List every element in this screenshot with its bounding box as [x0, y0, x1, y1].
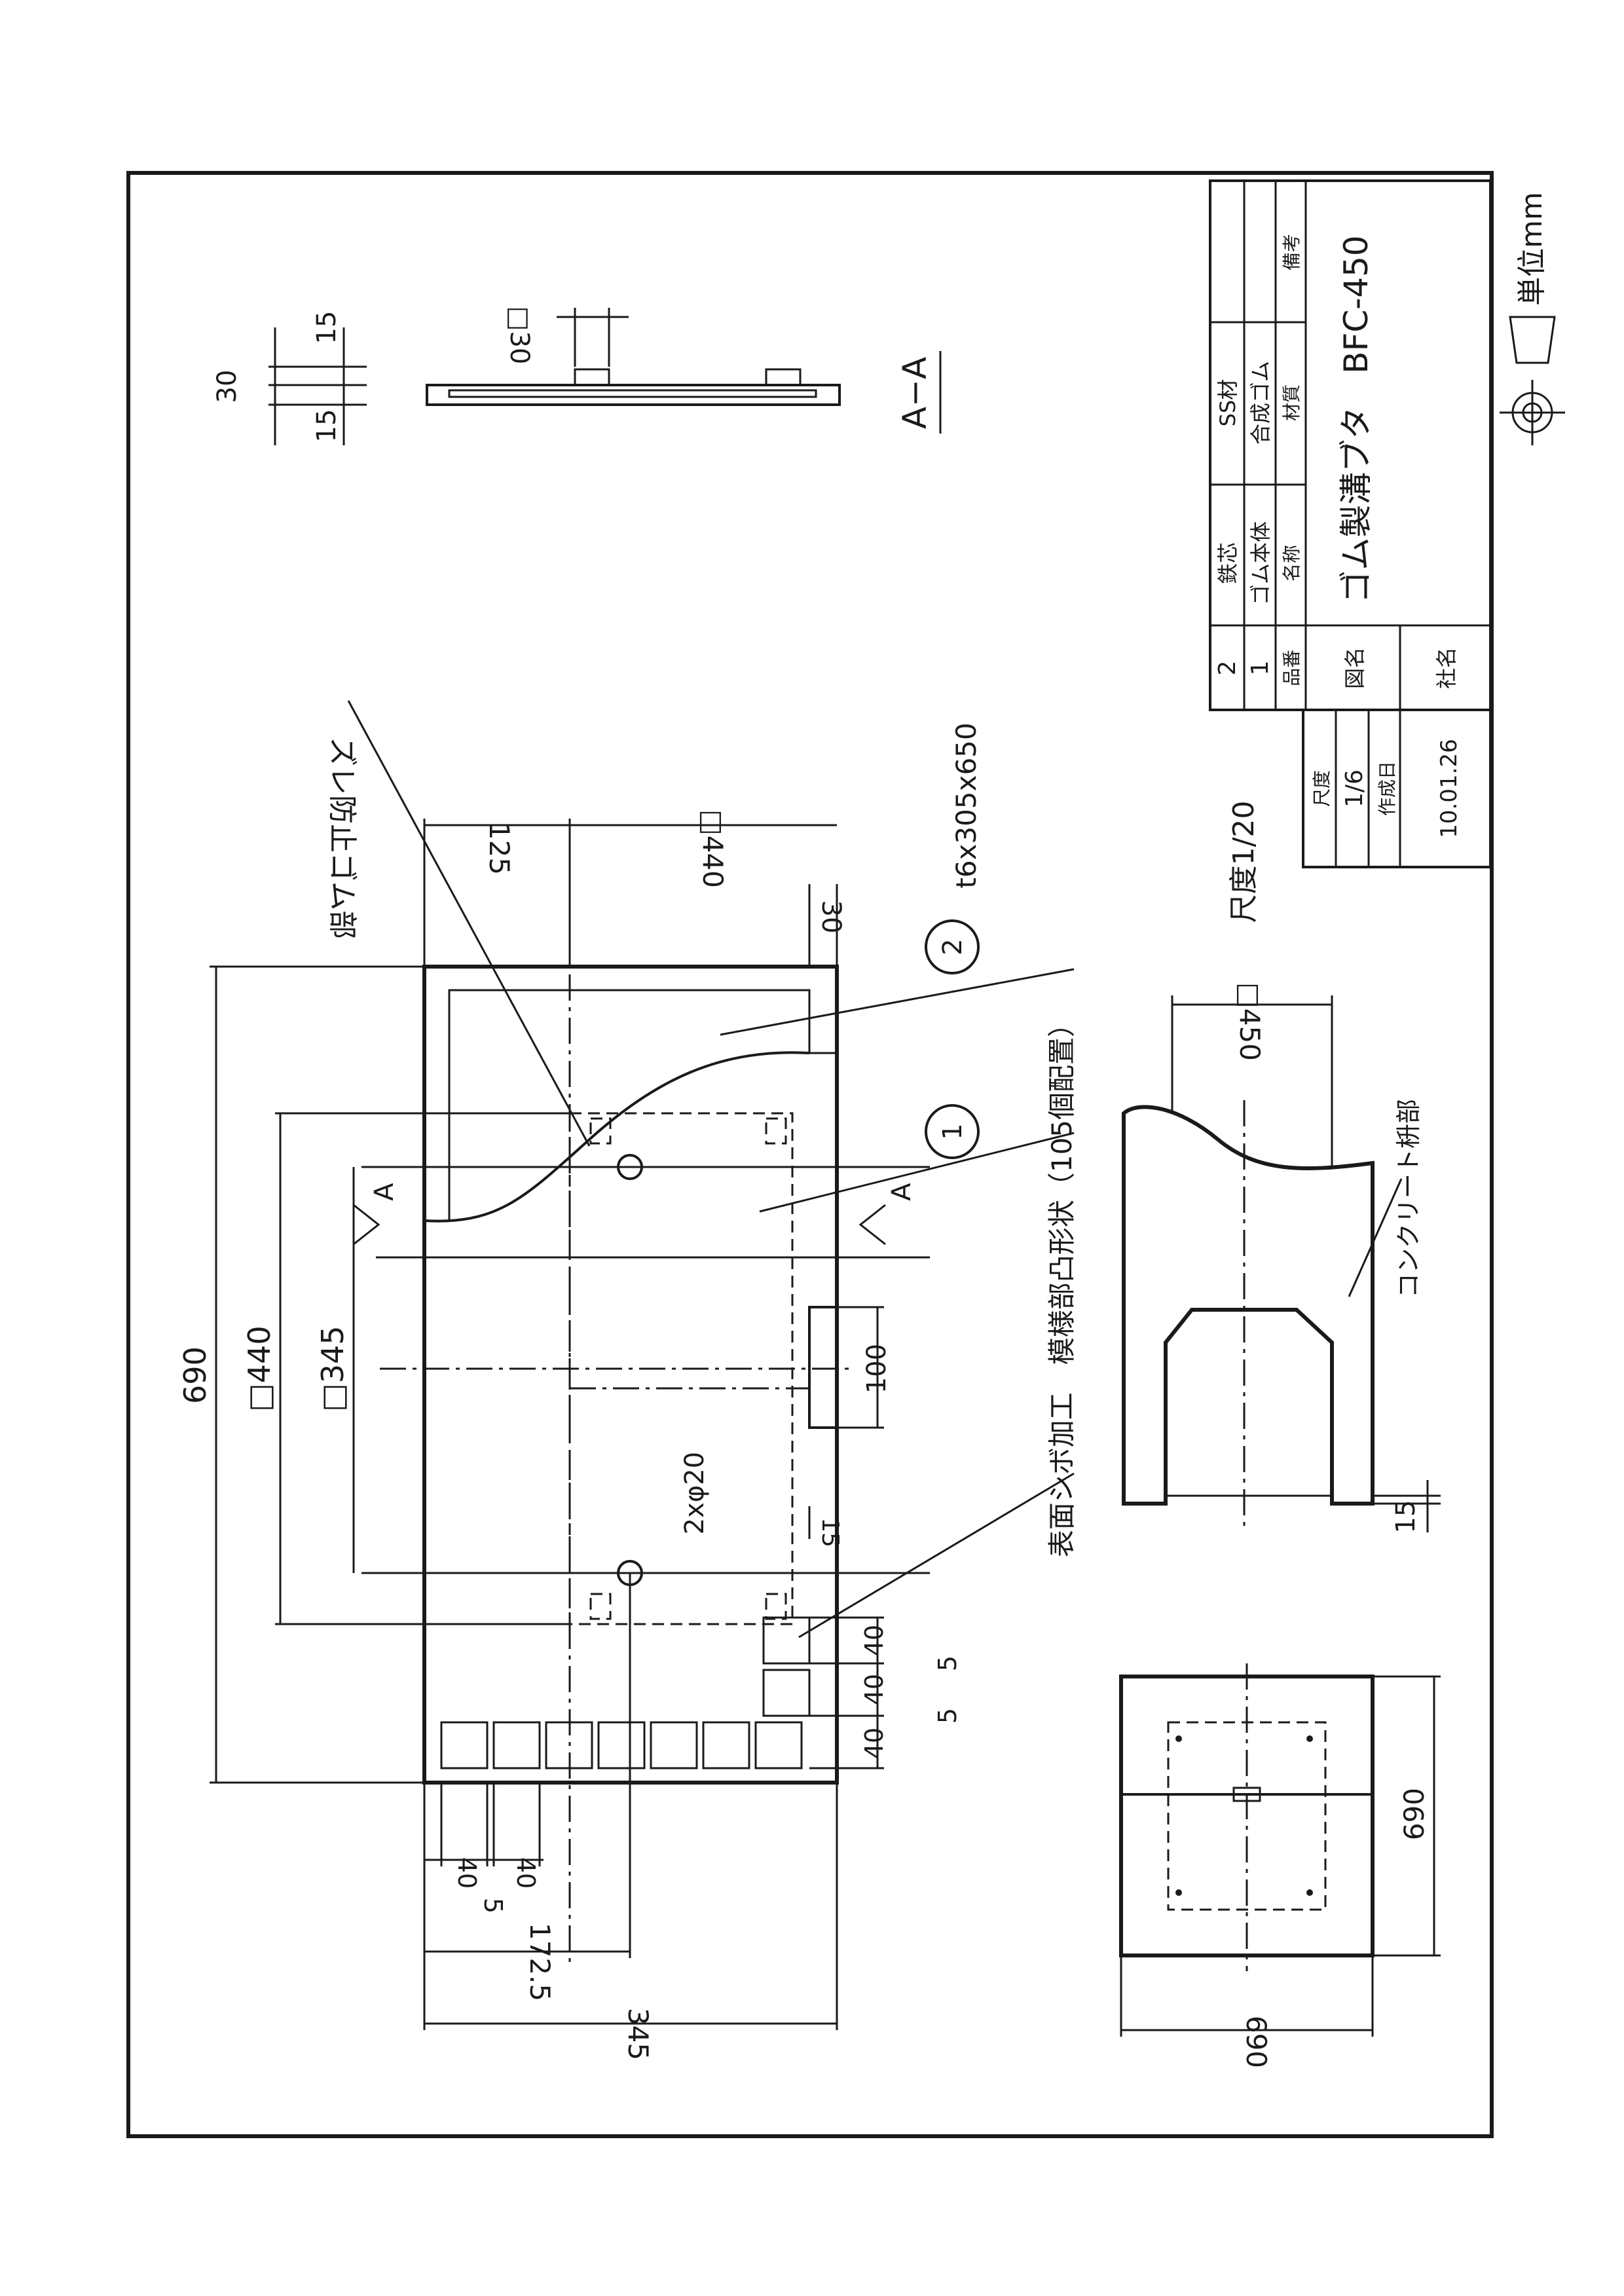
tb-row1-name: ゴム本体	[1248, 521, 1273, 605]
rubber-part-label: ズレ防止ゴム部	[325, 737, 359, 939]
tb-drawing-name-label: 図名	[1342, 647, 1367, 689]
dim-125: 125	[483, 823, 515, 875]
dim-172-5: 172.5	[524, 1923, 556, 2001]
dim-40-b: 40	[860, 1674, 889, 1705]
section-marker-left: A	[369, 1183, 399, 1201]
concrete-label: コンクリート枡部	[1394, 1099, 1423, 1298]
dim-5-a: 5	[933, 1656, 962, 1671]
surface-label: 表面シボ加工 模様部凸形状（105個配置）	[1046, 1010, 1078, 1557]
dim-40-e: 40	[511, 1857, 540, 1889]
tb-row2-material: SS材	[1215, 379, 1240, 427]
tb-row1-material: 合成ゴム	[1248, 361, 1273, 445]
dim-15-upper: 15	[312, 311, 342, 344]
dim-30-sq-small: □30	[504, 306, 534, 365]
title-block: 2 鉄芯 SS材 1 ゴム本体 合成ゴム 品番 名称 材質 備考 図名 ゴム製溝…	[1209, 179, 1492, 868]
dim-440-sq-top: □440	[697, 809, 729, 888]
tb-date-value: 10.01.26	[1436, 739, 1462, 838]
dim-40-a: 40	[860, 1625, 889, 1656]
tb-date-label: 作成日	[1376, 761, 1398, 816]
small-plan-view	[1119, 1663, 1441, 2037]
scale-label: 尺度1/20	[1227, 801, 1261, 923]
tb-company-label: 社名	[1434, 647, 1459, 689]
dim-15-section: 15	[1391, 1500, 1421, 1534]
dim-440-sq: □440	[242, 1325, 277, 1411]
dim-40-c: 40	[860, 1728, 889, 1759]
tb-scale-label: 尺度	[1311, 770, 1333, 807]
dim-30-edge: 30	[816, 900, 846, 934]
unit-label: 単位mm	[1515, 192, 1549, 306]
section-marker-right: A	[887, 1183, 917, 1201]
section-label: A−A	[896, 357, 934, 429]
tb-drawing-name: ゴム製溝ブタ BFC-450	[1337, 235, 1375, 602]
dim-690: 690	[177, 1346, 213, 1404]
tb-row1-no: 1	[1247, 661, 1274, 676]
projection-symbol	[1500, 316, 1565, 445]
tb-hdr-no: 品番	[1281, 650, 1302, 686]
balloon-2: 2	[938, 938, 968, 955]
dim-450-sq: □450	[1234, 982, 1266, 1061]
dim-5-b: 5	[933, 1708, 962, 1724]
dim-690-plan-bottom: 690	[1240, 2016, 1272, 2068]
tb-hdr-name: 名称	[1281, 545, 1302, 582]
dim-345-sq: □345	[315, 1325, 350, 1411]
dim-30-top: 30	[212, 370, 242, 403]
dim-15-lower: 15	[312, 409, 342, 443]
dim-345: 345	[622, 2008, 654, 2060]
tb-row2-no: 2	[1214, 661, 1241, 676]
section-a-a-view	[268, 308, 841, 445]
dim-15-notch: 15	[817, 1517, 843, 1547]
dim-5-c: 5	[479, 1898, 507, 1914]
tb-row2-name: 鉄芯	[1215, 542, 1240, 584]
dim-100: 100	[862, 1344, 892, 1394]
drawing-frame	[126, 171, 1494, 2138]
tb-scale-value: 1/6	[1341, 769, 1368, 807]
dim-690-plan-right: 690	[1398, 1788, 1430, 1840]
dim-40-d: 40	[452, 1857, 481, 1889]
main-plan-view	[210, 700, 1075, 2030]
tb-hdr-material: 材質	[1281, 384, 1302, 421]
plate-spec: t6x305x650	[950, 722, 982, 888]
balloon-1: 1	[938, 1123, 968, 1139]
tb-hdr-remarks: 備考	[1281, 234, 1302, 270]
hole-label: 2xφ20	[680, 1452, 710, 1534]
concrete-section-view	[1122, 995, 1441, 1532]
